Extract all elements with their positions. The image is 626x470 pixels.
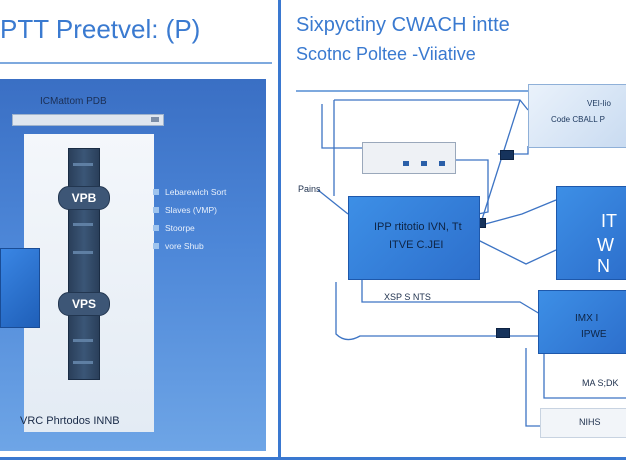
left-separator [0, 62, 272, 64]
right-title: Sixpyctiny CWACH intte [296, 14, 510, 36]
rack-slot [73, 163, 93, 166]
edge-device-box [0, 248, 40, 328]
rack-label-vps: VPS [58, 292, 110, 316]
port-chip [496, 328, 510, 338]
top-right-box: VEI-Iio Code CBALL P [528, 84, 626, 148]
left-title: PTT Preetvel: (P) [0, 14, 201, 44]
bottom-border-line [0, 457, 626, 460]
legend-item: Slaves (VMP) [153, 201, 226, 219]
top-box-line1: VEI-Iio [587, 99, 612, 108]
center-box-line2: ITVE C.JEI [389, 239, 444, 251]
center-box-caption: XSP S NTS [384, 292, 431, 302]
rack-slot [73, 251, 93, 254]
center-server-box: IPP rtitotio IVN, Tt ITVE C.JEI [348, 196, 480, 280]
server-rack [68, 148, 100, 380]
switch-port [421, 161, 427, 166]
legend-label: Lebarewich Sort [165, 187, 227, 197]
legend-item: Lebarewich Sort [153, 183, 226, 201]
top-box-line2: Code CBALL P [551, 115, 605, 124]
rack-label-vpb: VPB [58, 186, 110, 210]
legend-swatch [153, 189, 159, 195]
legend-swatch [153, 243, 159, 249]
module-title: ICMattom PDB [40, 96, 107, 107]
left-footer-label: VRC Phrtodos INNB [20, 415, 120, 427]
legend-swatch [153, 207, 159, 213]
rack-slot [73, 223, 93, 226]
port-chip [500, 150, 514, 160]
bottom-white-box: NIHS [540, 408, 626, 438]
mid-right-box: IT W N [556, 186, 626, 280]
mid-box-line1: IT [601, 211, 617, 231]
center-box-line1: IPP rtitotio IVN, Tt [374, 221, 462, 233]
switch-port [403, 161, 409, 166]
panel-divider [278, 0, 281, 458]
switch-port [439, 161, 445, 166]
rack-slot [73, 361, 93, 364]
rack-slot [73, 339, 93, 342]
bottom-white-label: NIHS [579, 417, 601, 427]
legend-label: Slaves (VMP) [165, 205, 217, 215]
right-subtitle: Scotnc Poltee -Viiative [296, 44, 476, 64]
legend-label: vore Shub [165, 241, 204, 251]
bottom-right-box: IMX I IPWE [538, 290, 626, 354]
module-bar-knob [151, 117, 159, 122]
right-separator [296, 90, 626, 92]
network-switch [362, 142, 456, 174]
legend-item: vore Shub [153, 237, 226, 255]
module-bar [12, 114, 164, 126]
legend-item: Stoorpe [153, 219, 226, 237]
bottom-box-line1: IMX I [575, 313, 599, 324]
bottom-box-caption: MA S;DK [582, 378, 619, 388]
legend: Lebarewich Sort Slaves (VMP) Stoorpe vor… [153, 183, 226, 255]
bottom-box-line2: IPWE [581, 329, 607, 340]
legend-label: Stoorpe [165, 223, 195, 233]
mid-box-line2: W N [597, 235, 614, 276]
legend-swatch [153, 225, 159, 231]
pains-label: Pains [298, 184, 321, 194]
